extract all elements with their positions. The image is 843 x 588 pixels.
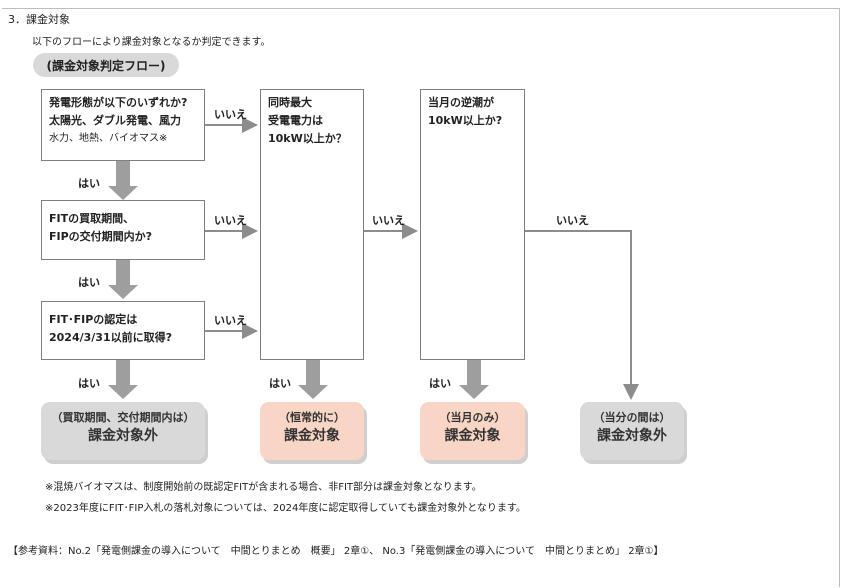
flow-title: (課金対象判定フロー) bbox=[33, 53, 179, 77]
edge-label-yes: はい bbox=[78, 377, 100, 390]
decision-generation-type: 発電形態が以下のいずれか? 太陽光、ダブル発電、風力 水力、地熱、バイオマス※ bbox=[41, 89, 205, 161]
result-subject-permanent: （恒常的に） 課金対象 bbox=[260, 402, 364, 460]
edge-label-no: いいえ bbox=[214, 108, 247, 121]
result-not-subject-for-now: （当分の間は） 課金対象外 bbox=[580, 402, 684, 460]
decision-line: 10kW以上か? bbox=[428, 114, 503, 127]
yes-arrows bbox=[108, 161, 489, 399]
yes-arrow-3 bbox=[108, 360, 138, 399]
edge-label-yes: はい bbox=[269, 377, 291, 390]
edge-label-no: いいえ bbox=[556, 214, 589, 227]
yes-arrow-1 bbox=[108, 161, 138, 200]
result-main: 課金対象 bbox=[284, 428, 340, 444]
intro-text: 以下のフローにより課金対象となるか判定できます。 bbox=[32, 37, 271, 48]
result-sub: （恒常的に） bbox=[279, 411, 345, 424]
footnote-auction: ※2023年度にFIT･FIP入札の落札対象については、2024年度に認定取得し… bbox=[45, 503, 526, 514]
decision-line: 10kW以上か？ bbox=[268, 132, 347, 145]
decision-line: 2024/3/31以前に取得? bbox=[49, 331, 172, 344]
result-main: 課金対象 bbox=[444, 428, 501, 444]
yes-arrow-5 bbox=[459, 360, 489, 399]
edge-label-yes: はい bbox=[78, 177, 100, 190]
section-heading: 3．課金対象 bbox=[8, 13, 70, 26]
decision-line: 当月の逆潮が bbox=[428, 96, 494, 109]
edge-label-no: いいえ bbox=[214, 314, 247, 327]
edge-label-no: いいえ bbox=[214, 214, 247, 227]
decision-line: FITの買取期間、 bbox=[49, 212, 135, 225]
decision-fit-period: FITの買取期間、 FIPの交付期間内か? bbox=[41, 200, 205, 260]
result-main: 課金対象外 bbox=[88, 428, 158, 444]
edge-label-yes: はい bbox=[429, 377, 451, 390]
decision-line: 太陽光、ダブル発電、風力 bbox=[49, 114, 181, 127]
decision-line: FIT･FIPの認定は bbox=[49, 313, 138, 326]
result-main: 課金対象外 bbox=[597, 428, 667, 444]
result-not-subject-during-period: （買取期間、交付期間内は） 課金対象外 bbox=[41, 402, 205, 460]
result-subject-this-month: （当月のみ） 課金対象 bbox=[420, 402, 525, 460]
footnote-biomass: ※混焼バイオマスは、制度開始前の既認定FITが含まれる場合、非FIT部分は課金対… bbox=[45, 482, 482, 493]
result-sub: （当月のみ） bbox=[439, 411, 506, 424]
yes-arrow-2 bbox=[108, 260, 138, 299]
edge-label-no: いいえ bbox=[372, 214, 405, 227]
decision-monthly-reverse-flow: 当月の逆潮が 10kW以上か? bbox=[420, 89, 525, 360]
decision-fit-certification: FIT･FIPの認定は 2024/3/31以前に取得? bbox=[41, 301, 205, 360]
no-arrow-5 bbox=[525, 230, 639, 400]
yes-arrow-4 bbox=[298, 360, 328, 399]
content-frame bbox=[2, 8, 840, 587]
decision-line: 水力、地熱、バイオマス※ bbox=[49, 133, 168, 144]
reference-text: 【参考資料：No.2「発電側課金の導入について 中間とりまとめ 概要」 2章①、… bbox=[8, 546, 664, 557]
decision-line: 同時最大 bbox=[268, 96, 312, 109]
edge-label-yes: はい bbox=[78, 276, 100, 289]
decision-line: 受電電力は bbox=[268, 114, 323, 127]
decision-max-received-power: 同時最大 受電電力は 10kW以上か？ bbox=[260, 89, 364, 360]
decision-line: 発電形態が以下のいずれか? bbox=[49, 96, 188, 109]
decision-line: FIPの交付期間内か? bbox=[49, 230, 153, 243]
result-sub: （当分の間は） bbox=[593, 411, 671, 424]
result-sub: （買取期間、交付期間内は） bbox=[51, 411, 195, 424]
